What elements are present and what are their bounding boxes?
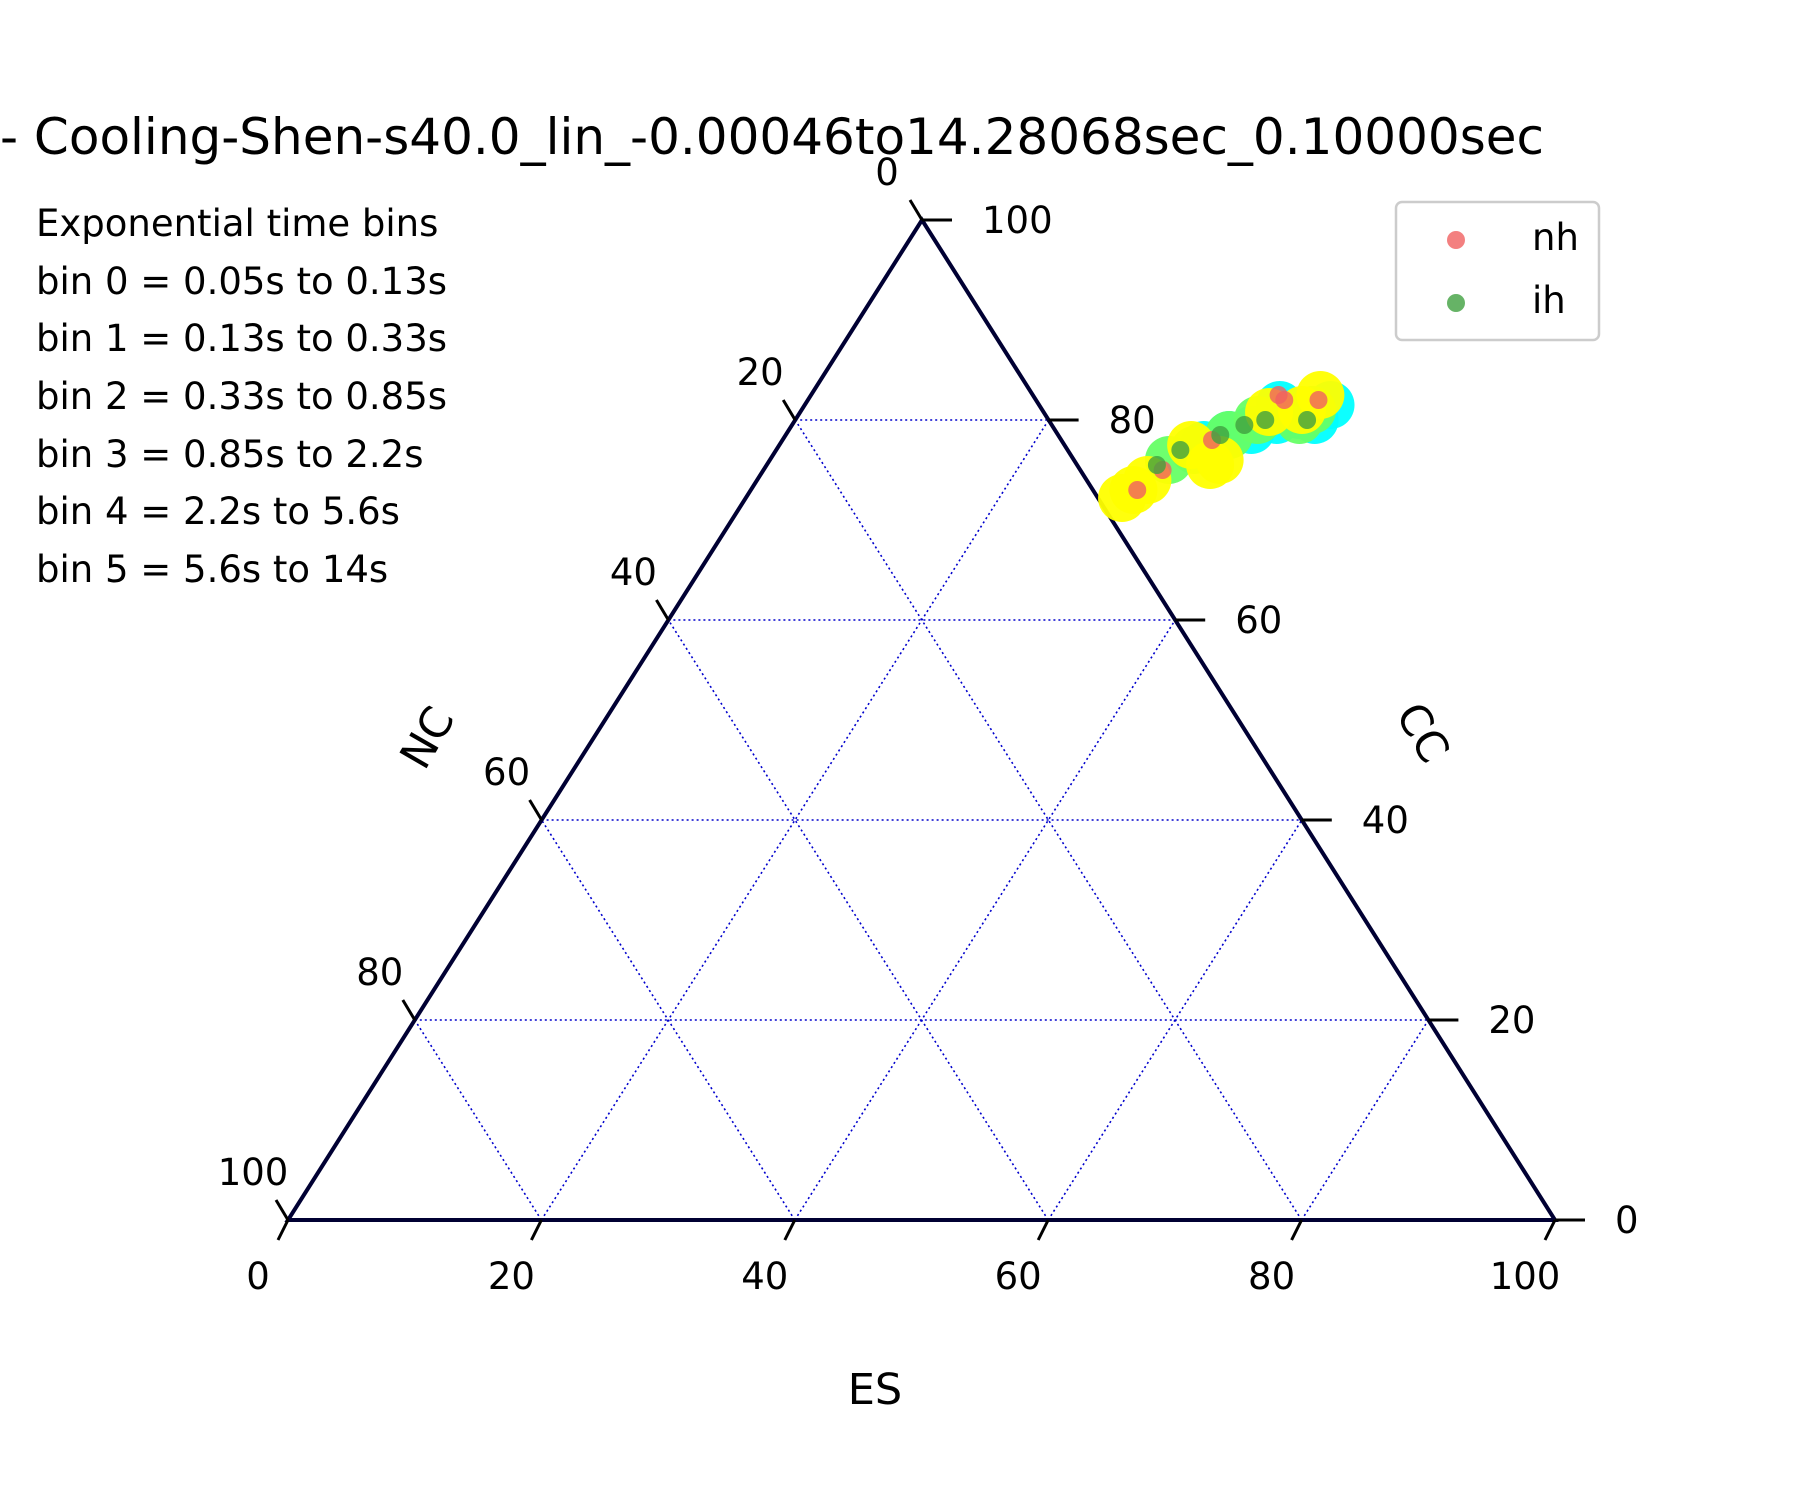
axis-ticks: 0 0 0 20 20 20 40 40 40 60 60 60 80 80 80 100 100 100 <box>218 151 1639 1298</box>
triangle-outline <box>284 216 1559 1222</box>
tick-label-cc: 40 <box>1362 799 1409 842</box>
data-point-nh <box>1275 391 1294 409</box>
data-points <box>1128 386 1328 499</box>
legend-label-ih: ih <box>1532 279 1566 322</box>
data-point-ih <box>1147 456 1166 474</box>
data-point-ih <box>1298 411 1317 429</box>
legend-box <box>1394 200 1601 342</box>
tick-mark-es <box>1543 1219 1557 1241</box>
legend: nh ih <box>1394 200 1601 342</box>
grid-line-es <box>1047 819 1303 1221</box>
data-point-ih <box>1171 441 1190 459</box>
tick-mark-nc <box>908 199 924 221</box>
tick-mark-nc <box>401 999 417 1021</box>
tick-mark-es <box>783 1219 797 1241</box>
tick-label-es: 80 <box>1248 1255 1295 1298</box>
tick-mark-es <box>530 1219 543 1241</box>
tick-label-nc: 60 <box>483 751 530 794</box>
tick-mark-es <box>276 1219 290 1241</box>
tick-mark-nc <box>528 799 543 821</box>
annotation-block: Exponential time bins bin 0 = 0.05s to 0… <box>36 202 447 591</box>
tick-label-cc: 100 <box>982 199 1053 242</box>
tick-label-cc: 80 <box>1109 399 1156 442</box>
tick-label-es: 20 <box>488 1255 535 1298</box>
tick-mark-nc <box>781 399 797 421</box>
annotation-line: bin 0 = 0.05s to 0.13s <box>36 260 447 303</box>
grid-line-nc <box>667 619 1049 1221</box>
tick-label-es: 40 <box>741 1255 788 1298</box>
annotation-line: bin 4 = 2.2s to 5.6s <box>36 490 400 533</box>
grid-lines <box>414 419 1430 1221</box>
annotation-line: bin 1 = 0.13s to 0.33s <box>36 317 447 360</box>
data-point-nh <box>1309 391 1328 409</box>
tick-label-cc: 20 <box>1488 999 1535 1042</box>
axis-title-nc: NC <box>391 699 465 778</box>
annotation-line: bin 3 = 0.85s to 2.2s <box>36 433 424 476</box>
grid-line-nc <box>540 819 796 1221</box>
tick-mark-nc <box>274 1199 290 1221</box>
grid-line-nc <box>414 1019 543 1221</box>
triangle-frame <box>284 216 1559 1222</box>
tick-label-nc: 80 <box>356 951 403 994</box>
grid-line-es <box>1300 1019 1430 1221</box>
annotation-line: bin 5 = 5.6s to 14s <box>36 548 388 591</box>
tick-label-nc: 40 <box>610 551 657 594</box>
tick-label-es: 100 <box>1490 1255 1561 1298</box>
tick-label-nc: 0 <box>875 151 899 194</box>
tick-label-nc: 20 <box>737 351 784 394</box>
legend-marker-ih <box>1447 294 1465 312</box>
tick-label-es: 60 <box>995 1255 1042 1298</box>
tick-mark-nc <box>655 599 670 621</box>
chart-title: - Cooling-Shen-s40.0_lin_-0.00046to14.28… <box>0 108 1544 166</box>
axis-title-cc: CC <box>1385 694 1458 771</box>
legend-marker-nh <box>1447 231 1465 249</box>
annotation-line: Exponential time bins <box>36 202 438 245</box>
data-point-ih <box>1235 416 1254 434</box>
tick-mark-es <box>1290 1219 1303 1241</box>
annotation-line: bin 2 = 0.33s to 0.85s <box>36 375 447 418</box>
data-point-ih <box>1211 426 1230 444</box>
tick-label-es: 0 <box>246 1255 270 1298</box>
tick-label-cc: 60 <box>1235 599 1282 642</box>
legend-label-nh: nh <box>1532 216 1579 259</box>
axis-title-es: ES <box>848 1365 902 1415</box>
tick-mark-es <box>1036 1219 1050 1241</box>
data-point-ih <box>1256 411 1275 429</box>
grid-line-es <box>794 619 1176 1221</box>
tick-label-nc: 100 <box>218 1151 289 1194</box>
tick-label-cc: 0 <box>1615 1199 1639 1242</box>
data-point-nh <box>1128 481 1147 499</box>
